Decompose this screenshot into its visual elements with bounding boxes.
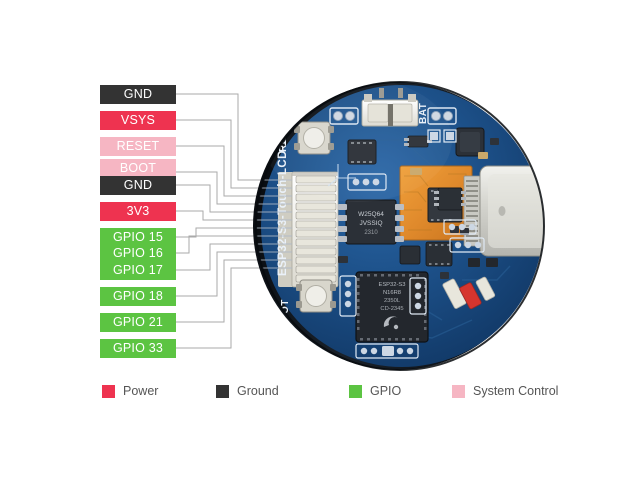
legend-swatch-gpio <box>349 384 362 398</box>
pcb-outline <box>255 81 545 371</box>
pin-label-gpio-21[interactable]: GPIO 21 <box>100 313 176 332</box>
pin-label-gpio-16[interactable]: GPIO 16 <box>100 244 176 263</box>
legend-swatch-ground <box>216 384 229 398</box>
imu-sensor-chip <box>347 139 377 165</box>
pcb-board-svg: W25Q64 JVSSIQ 2310 <box>253 81 545 371</box>
svg-text:2350L: 2350L <box>384 298 401 304</box>
pin-label-boot[interactable]: BOOT <box>100 159 176 178</box>
svg-text:CD-2345: CD-2345 <box>380 306 403 312</box>
pin-label-gpio-17[interactable]: GPIO 17 <box>100 261 176 280</box>
pin-label-reset[interactable]: RESET <box>100 137 176 156</box>
boot-button-component <box>296 279 336 313</box>
reset-button-component <box>294 121 334 155</box>
pin-header-pins <box>295 175 337 283</box>
legend-label-system-control: System Control <box>473 384 559 398</box>
pin-header-body-left <box>278 172 294 287</box>
legend-label-gpio: GPIO <box>370 384 402 398</box>
pin-label-3v3[interactable]: 3V3 <box>100 202 176 221</box>
silkscreen-model-text: ESP32-S3-Touch-LCD-1.28 <box>277 122 289 276</box>
legend-item-system-control: System Control <box>452 381 558 401</box>
pin-label-gnd-1[interactable]: GND <box>100 85 176 104</box>
pin-label-gpio-18[interactable]: GPIO 18 <box>100 287 176 306</box>
silkscreen-test-pads <box>339 129 485 359</box>
battery-connector <box>361 88 419 127</box>
axis-indicator-silkscreen <box>327 164 356 187</box>
svg-text:ESP32-S3: ESP32-S3 <box>378 282 405 288</box>
legend-swatch-power <box>102 384 115 398</box>
pcb-board-image: W25Q64 JVSSIQ 2310 <box>252 80 548 372</box>
legend-label-power: Power <box>123 384 159 398</box>
legend-swatch-system-control <box>452 384 465 398</box>
silkscreen-bat-text: BAT <box>418 103 429 124</box>
legend-label-ground: Ground <box>237 384 279 398</box>
pin-label-gpio-15[interactable]: GPIO 15 <box>100 228 176 247</box>
pin-header-top-edge <box>292 172 338 176</box>
svg-text:JVSSIQ: JVSSIQ <box>359 220 382 227</box>
legend-item-power: Power <box>102 381 158 401</box>
through-hole-pads <box>329 107 457 125</box>
pcb-gloss-highlight <box>262 82 452 202</box>
svg-text:2310: 2310 <box>364 230 378 236</box>
flash-memory-chip: W25Q64 JVSSIQ 2310 <box>338 199 404 245</box>
pin-label-gpio-33[interactable]: GPIO 33 <box>100 339 176 358</box>
pin-label-vsys[interactable]: VSYS <box>100 111 176 130</box>
passive-components <box>338 127 499 279</box>
pcb-components-layer: W25Q64 JVSSIQ 2310 <box>256 82 544 359</box>
svg-text:W25Q64: W25Q64 <box>358 211 384 218</box>
espressif-logo-icon <box>383 316 399 330</box>
pin-label-gnd-2[interactable]: GND <box>100 176 176 195</box>
led-indicator-cluster <box>442 276 496 310</box>
legend-item-ground: Ground <box>216 381 279 401</box>
legend-item-gpio: GPIO <box>349 381 401 401</box>
legend: Power Ground GPIO System Control <box>0 381 640 403</box>
svg-text:N16R8: N16R8 <box>383 290 401 296</box>
